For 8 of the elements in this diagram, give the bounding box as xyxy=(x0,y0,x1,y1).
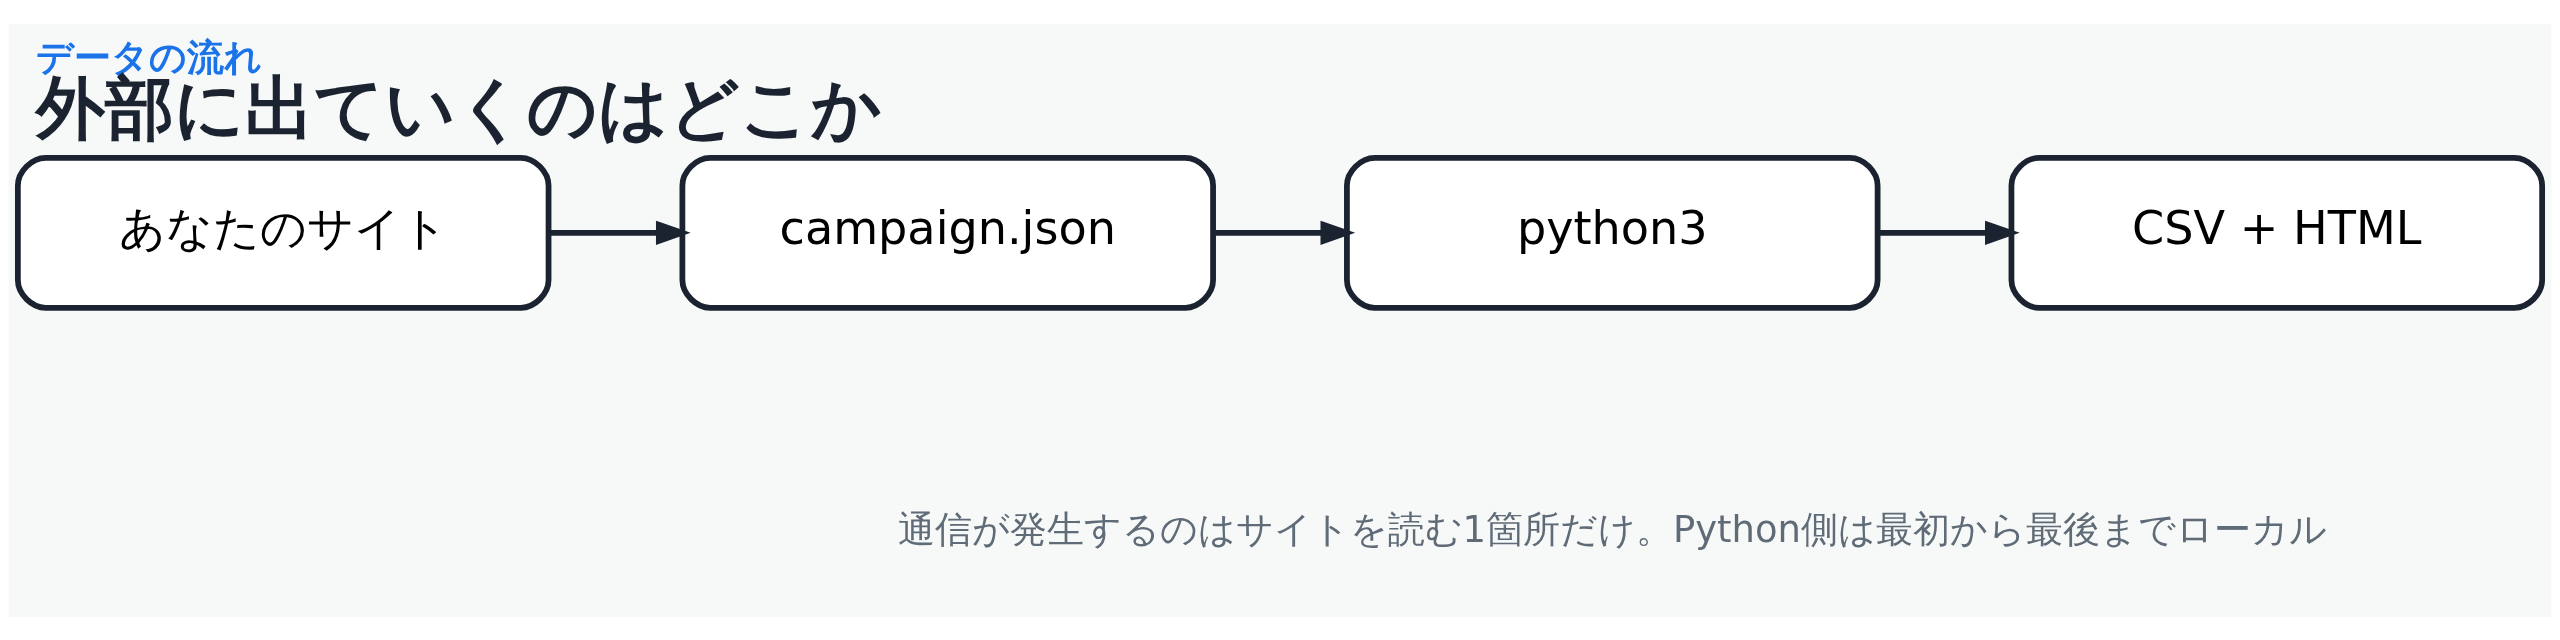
node-box: あなたのサイト xyxy=(14,154,552,311)
caption: 通信が発生するのはサイトを読む1箇所だけ。Python側は最初から最後までローカル xyxy=(897,507,2327,551)
node-box: campaign.json xyxy=(679,154,1216,311)
arrow xyxy=(1877,220,2020,245)
arrow xyxy=(1213,220,1356,245)
node-box: CSV + HTML xyxy=(2008,154,2546,311)
arrow xyxy=(548,220,691,245)
node-box: python3 xyxy=(1344,154,1881,311)
